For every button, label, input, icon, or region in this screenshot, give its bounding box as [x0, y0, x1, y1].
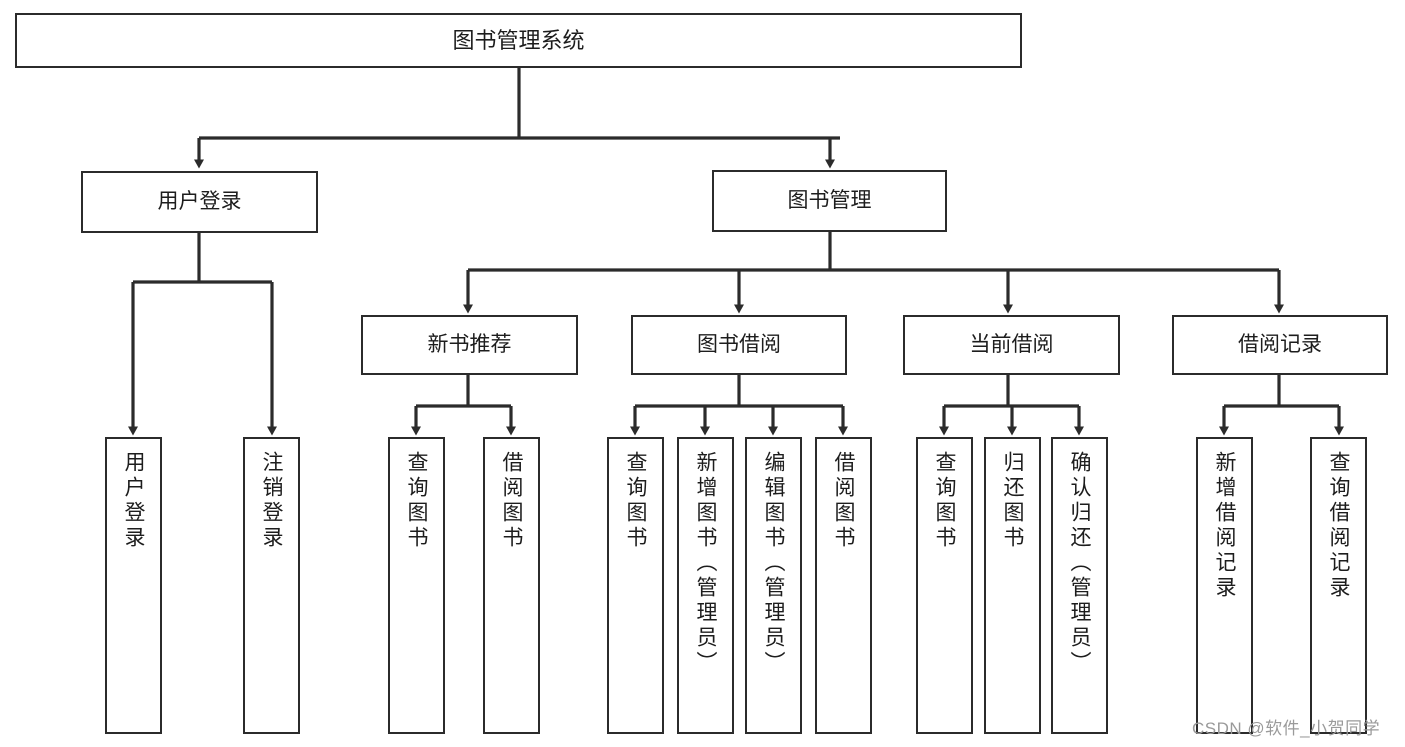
node-leaf-edit-book[interactable]: 编辑图书（管理员）	[745, 437, 802, 734]
node-user-login[interactable]: 用户登录	[81, 171, 318, 233]
node-leaf-borrow-book-1[interactable]: 借阅图书	[483, 437, 540, 734]
node-new-book-recommend[interactable]: 新书推荐	[361, 315, 578, 375]
node-leaf-query-book-3[interactable]: 查询图书	[916, 437, 973, 734]
node-leaf-return-book[interactable]: 归还图书	[984, 437, 1041, 734]
node-leaf-return-book-label: 归还图书	[1001, 451, 1024, 551]
node-current-borrow-label: 当前借阅	[969, 332, 1054, 356]
node-borrow-record[interactable]: 借阅记录	[1172, 315, 1388, 375]
node-leaf-add-book-label: 新增图书（管理员）	[694, 451, 717, 676]
csdn-watermark: CSDN @软件_小贺同学	[1192, 719, 1381, 738]
node-leaf-borrow-book-2[interactable]: 借阅图书	[815, 437, 872, 734]
node-leaf-logout[interactable]: 注销登录	[243, 437, 300, 734]
node-leaf-add-book[interactable]: 新增图书（管理员）	[677, 437, 734, 734]
node-current-borrow[interactable]: 当前借阅	[903, 315, 1120, 375]
node-leaf-add-record[interactable]: 新增借阅记录	[1196, 437, 1253, 734]
node-leaf-borrow-book-1-label: 借阅图书	[500, 451, 523, 551]
node-leaf-query-book-2-label: 查询图书	[624, 451, 647, 551]
node-leaf-user-login-label: 用户登录	[122, 451, 145, 551]
node-borrow-record-label: 借阅记录	[1238, 332, 1322, 356]
node-leaf-query-book-2[interactable]: 查询图书	[607, 437, 664, 734]
node-leaf-query-book-1[interactable]: 查询图书	[388, 437, 445, 734]
node-book-borrow-label: 图书借阅	[697, 332, 781, 356]
node-user-login-label: 用户登录	[157, 189, 242, 213]
node-leaf-user-login[interactable]: 用户登录	[105, 437, 162, 734]
node-new-book-recommend-label: 新书推荐	[427, 332, 512, 356]
node-leaf-query-book-3-label: 查询图书	[933, 451, 956, 551]
node-leaf-confirm-return[interactable]: 确认归还（管理员）	[1051, 437, 1108, 734]
node-book-borrow[interactable]: 图书借阅	[631, 315, 847, 375]
node-leaf-edit-book-label: 编辑图书（管理员）	[762, 451, 785, 676]
node-leaf-query-record[interactable]: 查询借阅记录	[1310, 437, 1367, 734]
node-leaf-confirm-return-label: 确认归还（管理员）	[1068, 451, 1091, 676]
node-leaf-borrow-book-2-label: 借阅图书	[832, 451, 855, 551]
node-book-manage-label: 图书管理	[787, 188, 872, 212]
node-book-manage[interactable]: 图书管理	[712, 170, 947, 232]
node-root-label: 图书管理系统	[452, 27, 585, 53]
node-leaf-query-record-label: 查询借阅记录	[1327, 451, 1350, 601]
node-root[interactable]: 图书管理系统	[15, 13, 1022, 68]
node-leaf-query-book-1-label: 查询图书	[405, 451, 428, 551]
node-leaf-add-record-label: 新增借阅记录	[1213, 451, 1236, 601]
node-leaf-logout-label: 注销登录	[260, 451, 283, 551]
